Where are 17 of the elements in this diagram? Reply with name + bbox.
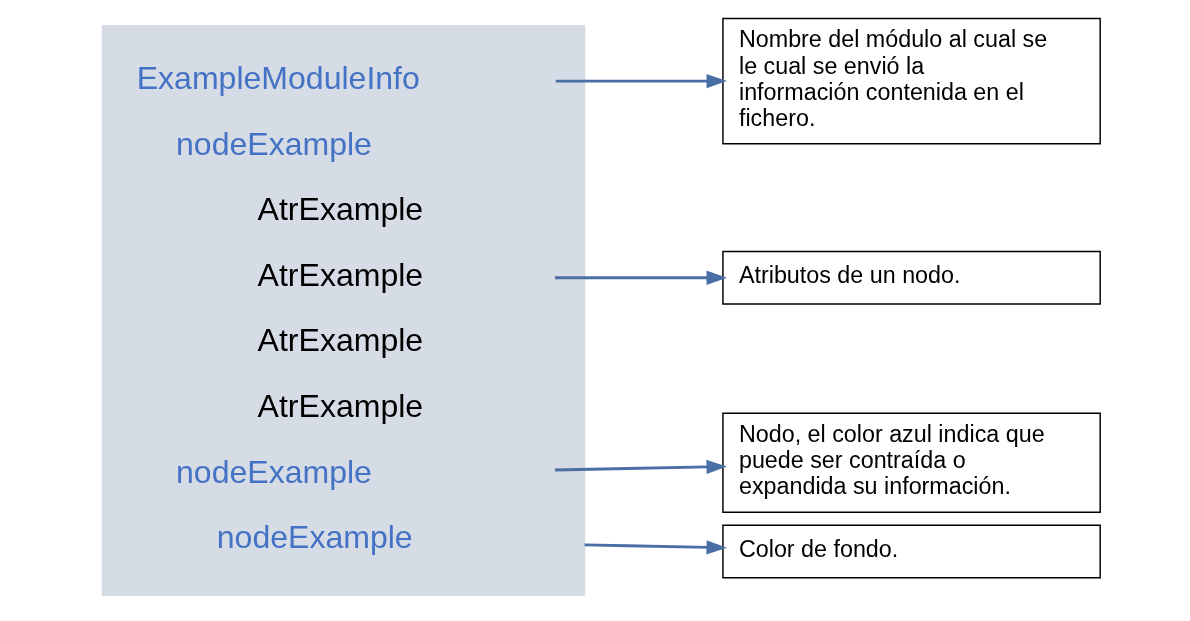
node-text: AtrExample [257, 191, 423, 228]
node-text: AtrExample [257, 387, 423, 424]
node-text: nodeExample [175, 453, 372, 490]
arrow [554, 270, 727, 285]
arrow [555, 73, 727, 89]
cluster [101, 25, 585, 596]
node-box: Color de fondo. [721, 524, 1101, 579]
node-box: Nombre del módulo al cual se le cual se envió la información contenida en el fichero. [721, 17, 1101, 145]
node-text: nodeExample [175, 125, 372, 162]
node-text: AtrExample [257, 322, 423, 359]
node-text: ExampleModuleInfo [136, 60, 420, 97]
arrow [554, 459, 727, 475]
arrow [584, 540, 727, 555]
node-text: nodeExample [216, 519, 413, 556]
node-text: AtrExample [257, 256, 423, 293]
node-box: Atributos de un nodo. [721, 250, 1101, 305]
node-box: Nodo, el color azul indica que puede ser contraída o expandida su información. [721, 412, 1101, 513]
